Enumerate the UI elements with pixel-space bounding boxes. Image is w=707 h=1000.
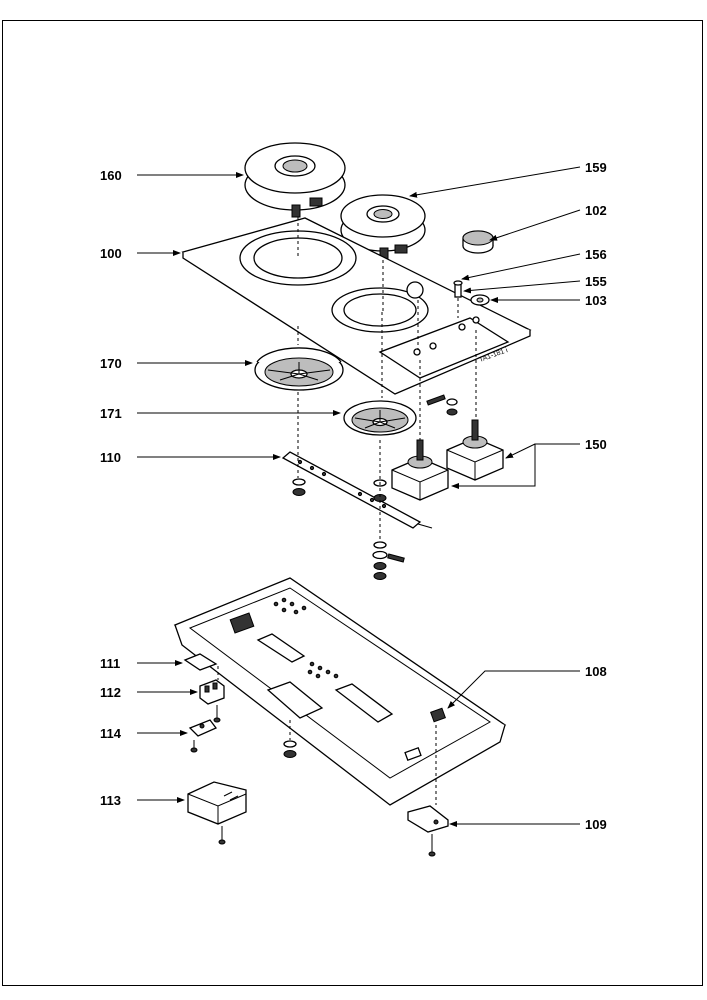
nuts-washers-bottom bbox=[372, 541, 405, 580]
screw-washer-group bbox=[453, 280, 490, 306]
label-150: 150 bbox=[585, 437, 607, 452]
base-nuts bbox=[283, 740, 297, 758]
part-labels: 160 159 102 100 156 155 103 170 171 150 … bbox=[100, 160, 607, 832]
energy-regulator-left bbox=[391, 439, 449, 501]
label-160: 160 bbox=[100, 168, 122, 183]
fixing-clip bbox=[407, 805, 449, 857]
tray-holes bbox=[273, 597, 339, 679]
label-170: 170 bbox=[100, 356, 122, 371]
label-102: 102 bbox=[585, 203, 607, 218]
reflector-ring-large bbox=[254, 347, 344, 391]
label-103: 103 bbox=[585, 293, 607, 308]
label-155: 155 bbox=[585, 274, 607, 289]
cable-clamp bbox=[188, 719, 218, 753]
assembly-lines bbox=[217, 217, 477, 805]
label-110: 110 bbox=[100, 450, 121, 465]
reflector-ring-small bbox=[343, 400, 417, 436]
knob bbox=[462, 230, 494, 254]
label-108: 108 bbox=[585, 664, 607, 679]
label-100: 100 bbox=[100, 246, 122, 261]
label-114: 114 bbox=[100, 726, 122, 741]
energy-regulator-right bbox=[446, 419, 504, 481]
hotplate-large bbox=[244, 142, 346, 218]
label-113: 113 bbox=[100, 793, 121, 808]
label-156: 156 bbox=[585, 247, 607, 262]
label-171: 171 bbox=[100, 406, 122, 421]
page-border bbox=[2, 20, 703, 986]
label-112: 112 bbox=[100, 685, 121, 700]
cover-plate bbox=[183, 653, 218, 671]
terminal-clip bbox=[426, 394, 458, 416]
cable-cover bbox=[187, 781, 247, 845]
nuts-washers-left bbox=[292, 478, 306, 496]
terminal-block bbox=[199, 679, 225, 723]
label-159: 159 bbox=[585, 160, 607, 175]
leader-lines bbox=[137, 166, 581, 827]
label-111: 111 bbox=[100, 656, 120, 671]
label-109: 109 bbox=[585, 817, 607, 832]
mounting-bracket bbox=[281, 451, 433, 529]
hotplate-small bbox=[340, 194, 426, 261]
hob-top-plate: TA1-181 i bbox=[181, 217, 532, 395]
base-tray bbox=[173, 577, 507, 806]
